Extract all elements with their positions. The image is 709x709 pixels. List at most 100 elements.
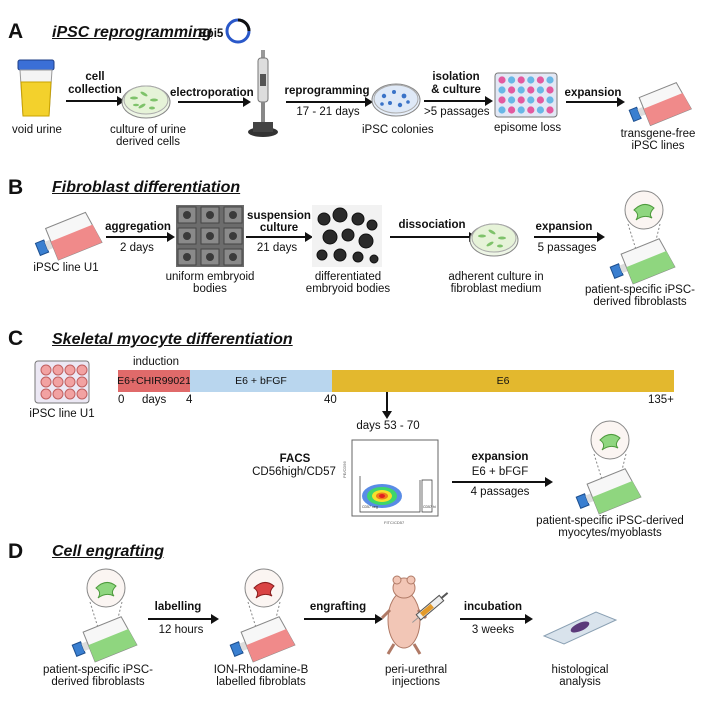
flask-pink-icon — [628, 81, 692, 127]
arrow-c-down — [382, 392, 392, 419]
label-a-passages: >5 passages — [424, 106, 490, 118]
label-deb-1: differentiated — [314, 271, 382, 283]
embryoid-body — [183, 253, 191, 261]
well — [546, 106, 554, 114]
panel-letter-b: B — [8, 176, 24, 199]
plasmid-icon — [225, 18, 251, 44]
label-b-pf-1: patient-specific iPSC- — [585, 284, 695, 296]
culture-dish-icon — [469, 223, 519, 257]
panel-title-a: iPSC reprogramming — [52, 24, 213, 41]
well — [517, 96, 525, 104]
label-pm-2: myocytes/myoblasts — [558, 527, 662, 539]
well-plate-icon — [494, 72, 558, 118]
arrow-d3 — [460, 614, 533, 624]
label-tf-1: transgene-free — [620, 128, 696, 140]
tick-label-4: 4 — [186, 394, 193, 406]
well — [536, 86, 544, 94]
facs-gate-2: CD57 hi — [423, 505, 436, 509]
label-induction: induction — [132, 356, 180, 368]
label-incubation: incubation — [463, 601, 523, 613]
embryoid-body — [206, 211, 214, 219]
label-cell-collection-1: cell — [85, 71, 105, 83]
well — [498, 106, 506, 114]
facs-xlabel: FITC/CD57 — [384, 520, 405, 525]
tick-label-days: days — [142, 394, 167, 406]
label-isolation-2: & culture — [431, 84, 481, 96]
facs-plot: PE/CD56 FITC/CD57 CD57 neg CD57 hi — [340, 436, 440, 526]
well — [536, 76, 544, 84]
myocyte-flask-icon — [575, 420, 642, 515]
arrow-b3 — [390, 232, 477, 242]
label-d-pf-2: derived fibroblasts — [51, 676, 145, 688]
label-deb-2: embryoid bodies — [305, 283, 391, 295]
label-ueb-2: bodies — [193, 283, 227, 295]
arrow-a3 — [286, 97, 373, 107]
culture-dish-icon — [121, 85, 171, 119]
panel-title-b: Fibroblast differentiation — [52, 179, 241, 196]
arrow-a2 — [178, 97, 251, 107]
arrow-b2 — [246, 232, 313, 242]
label-peri-1: peri-urethral — [385, 664, 447, 676]
well — [517, 106, 525, 114]
label-d-pf-1: patient-specific iPSC- — [43, 664, 153, 676]
well — [517, 86, 525, 94]
label-susp-days: 21 days — [256, 242, 298, 254]
label-b-ipsc-line: iPSC line U1 — [33, 262, 99, 274]
fibroblast-flask-icon — [609, 190, 676, 285]
label-suspension-2: culture — [259, 222, 299, 234]
label-days-range: days 53 - 70 — [356, 420, 420, 432]
well — [527, 96, 535, 104]
label-hist-2: analysis — [559, 676, 601, 688]
well — [546, 96, 554, 104]
label-isolation-1: isolation — [432, 71, 480, 83]
well — [536, 96, 544, 104]
tick-label-0: 0 — [118, 394, 125, 406]
well — [517, 76, 525, 84]
differentiated-eb-image — [312, 205, 382, 267]
label-adh-1: adherent culture in — [448, 271, 544, 283]
label-c-passages: 4 passages — [470, 486, 530, 498]
facs-gate-1: CD57 neg — [362, 505, 378, 509]
ipsc-colonies-dish-icon — [371, 83, 421, 117]
urine-cup-icon — [17, 59, 55, 117]
arrow-c1 — [452, 477, 553, 487]
panel-title-c: Skeletal myocyte differentiation — [52, 331, 293, 348]
label-b-expansion: expansion — [535, 221, 593, 233]
well — [498, 86, 506, 94]
well-plate-12-icon — [34, 360, 90, 404]
tick-label-135: 135+ — [648, 394, 674, 406]
label-labelling: labelling — [154, 601, 202, 613]
timeline-segment-1: E6+CHIR99021 — [117, 370, 191, 392]
label-c-expansion: expansion — [471, 451, 529, 463]
electroporator-icon — [248, 50, 278, 137]
label-b-pf-2: derived fibroblasts — [593, 296, 687, 308]
well — [546, 76, 554, 84]
embryoid-grid-image — [176, 205, 244, 267]
panel-title-d: Cell engrafting — [52, 543, 165, 560]
arrow-a4 — [424, 96, 493, 106]
embryoid-body — [206, 232, 214, 240]
label-culture-2: derived cells — [116, 136, 180, 148]
tick-label-40: 40 — [324, 394, 337, 406]
label-b-passages: 5 passages — [537, 242, 597, 254]
label-facs-sub: CD56high/CD57 — [252, 466, 336, 478]
label-culture-1: culture of urine — [110, 124, 187, 136]
label-cell-collection-2: collection — [68, 84, 122, 96]
facs-ylabel: PE/CD56 — [342, 461, 347, 478]
well — [508, 76, 516, 84]
label-c-medium: E6 + bFGF — [471, 466, 529, 478]
label-reprogramming: reprogramming — [284, 85, 370, 97]
embryoid-body — [229, 253, 237, 261]
well — [527, 86, 535, 94]
arrow-b1 — [106, 232, 175, 242]
label-engrafting: engrafting — [309, 601, 367, 613]
arrow-d2 — [304, 614, 383, 624]
well — [498, 96, 506, 104]
mouse-injection-icon — [380, 575, 449, 655]
label-facs: FACS — [279, 453, 311, 465]
panel-letter-c: C — [8, 327, 24, 350]
label-ueb-1: uniform embryoid — [165, 271, 255, 283]
label-ion-1: ION-Rhodamine-B — [213, 664, 309, 676]
label-suspension-1: suspension — [247, 210, 311, 222]
labelled-flask-icon — [229, 568, 296, 663]
